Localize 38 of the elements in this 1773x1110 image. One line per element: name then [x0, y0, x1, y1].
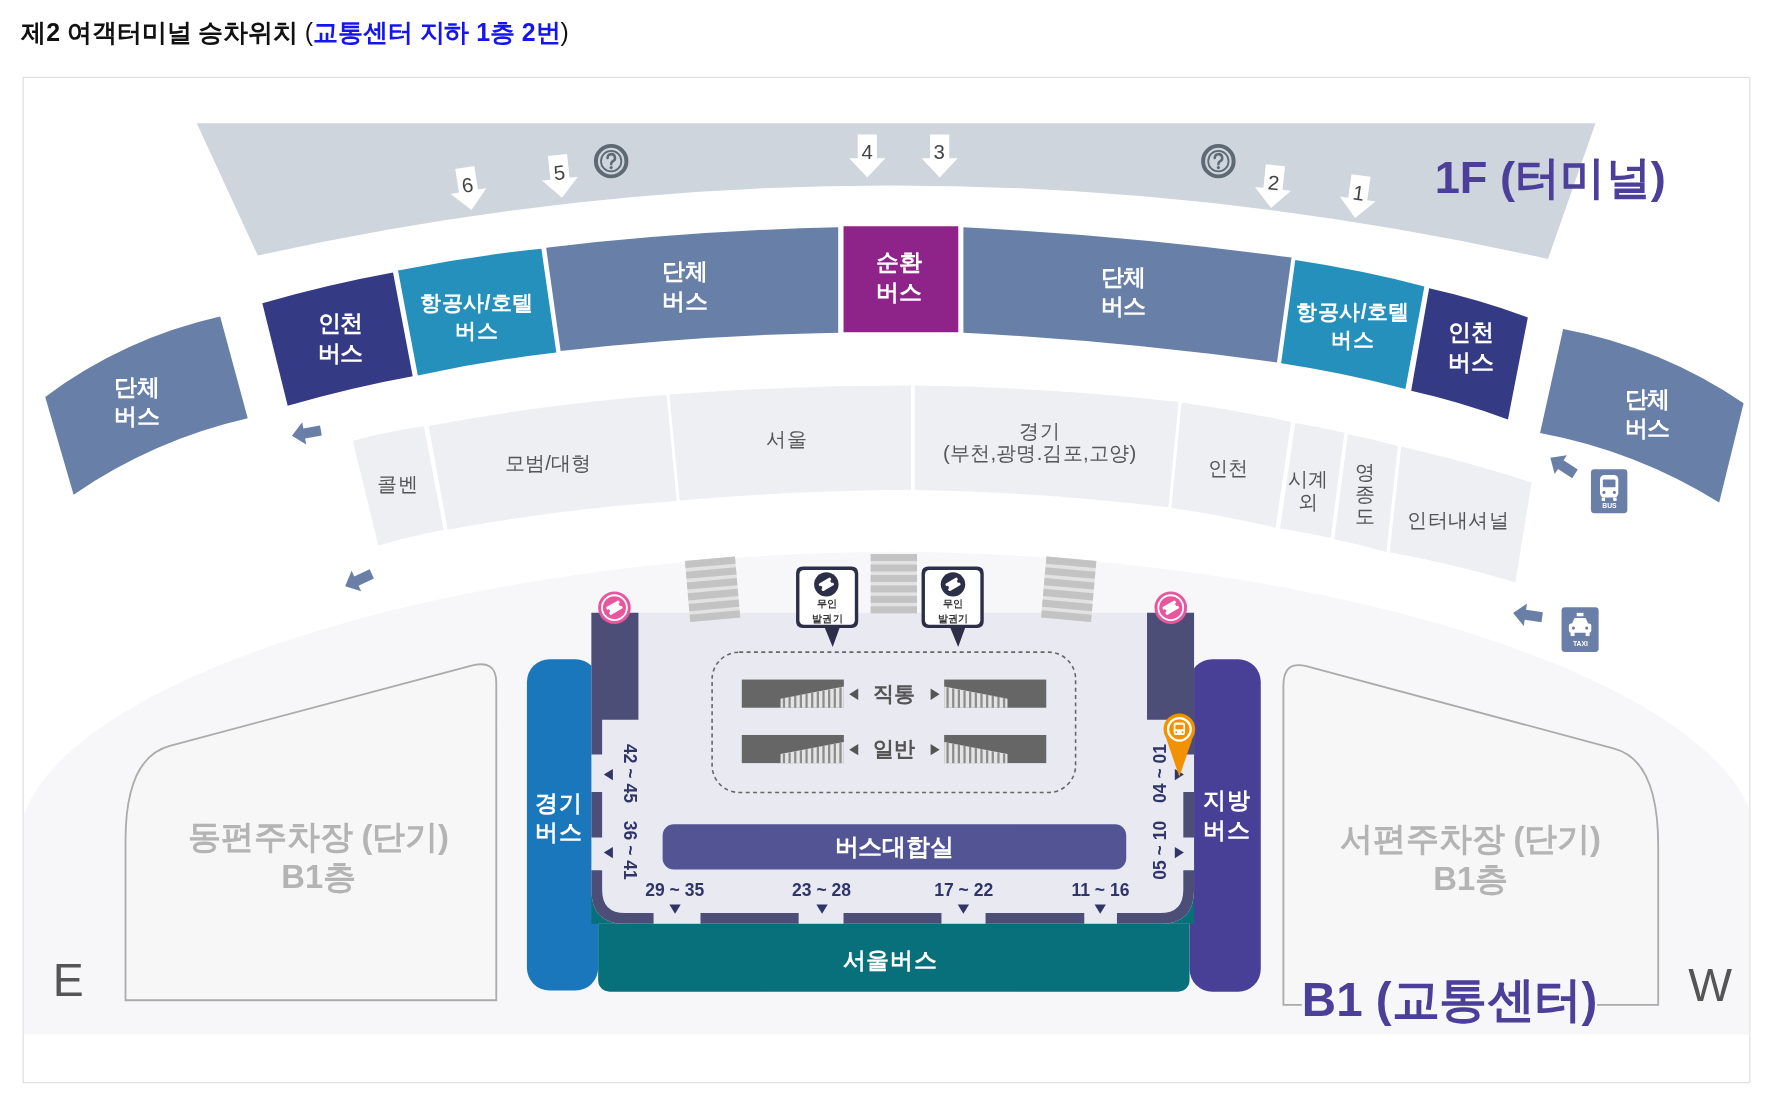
gate-range-label: 36 ~ 41 — [619, 821, 640, 881]
gate-range-label: 05 ~ 10 — [1149, 821, 1170, 881]
bus-zone: 인천 버스 — [262, 272, 413, 406]
kiosk-label: 무인 발권기 — [936, 597, 970, 627]
bus-zone: 지방 버스 — [1189, 658, 1262, 992]
gate-range-label: 17 ~ 22 — [934, 879, 994, 901]
bus-zone: 경기 버스 — [526, 658, 598, 991]
parking-lot: 동편주차장 (단기) B1층 — [125, 663, 497, 1001]
bus-zone: 단체 버스 — [962, 227, 1292, 363]
kiosk-label: 무인 발권기 — [811, 597, 844, 627]
floor-label: 1F (터미널) — [1434, 151, 1666, 204]
bus-zone: 항공사/호텔 버스 — [1281, 259, 1425, 389]
bus-zone: 인천 버스 — [1411, 288, 1529, 420]
zone-block: 서울 — [669, 385, 911, 501]
bus-zone: 단체 버스 — [545, 227, 838, 351]
bus-zone: 순환 버스 — [843, 226, 959, 333]
exit-marker: 4 — [849, 134, 886, 178]
gate-range-label: 04 ~ 01 — [1149, 744, 1170, 804]
lane-label: 직통 — [872, 681, 916, 707]
bus-zone: 단체 버스 — [45, 316, 249, 495]
page-title: 제2 여객터미널 승차위치 (교통센터 지하 1층 2번) — [21, 17, 569, 49]
waiting-room-box: 버스대합실 — [662, 823, 1126, 870]
compass-label: W — [1688, 959, 1733, 1013]
gate-range-label: 23 ~ 28 — [792, 879, 852, 901]
lane-label: 일반 — [872, 737, 916, 762]
compass-label: E — [52, 953, 84, 1007]
bus-zone: 단체 버스 — [1539, 328, 1744, 503]
bus-zone: 항공사/호텔 버스 — [397, 248, 556, 376]
bus-zone: 서울버스 — [597, 923, 1190, 992]
zone-block: 시계 외 — [1279, 422, 1344, 538]
dashed-area — [711, 651, 1077, 794]
exit-marker: 3 — [921, 134, 958, 178]
zone-block: 콜벤 — [352, 426, 444, 547]
zone-block: 영종도 — [1333, 433, 1398, 552]
gate-range-label: 29 ~ 35 — [645, 879, 705, 901]
gate-range-label: 42 ~ 45 — [619, 744, 640, 804]
gate-range-label: 11 ~ 16 — [1071, 879, 1130, 901]
waiting-hall — [591, 612, 1195, 924]
